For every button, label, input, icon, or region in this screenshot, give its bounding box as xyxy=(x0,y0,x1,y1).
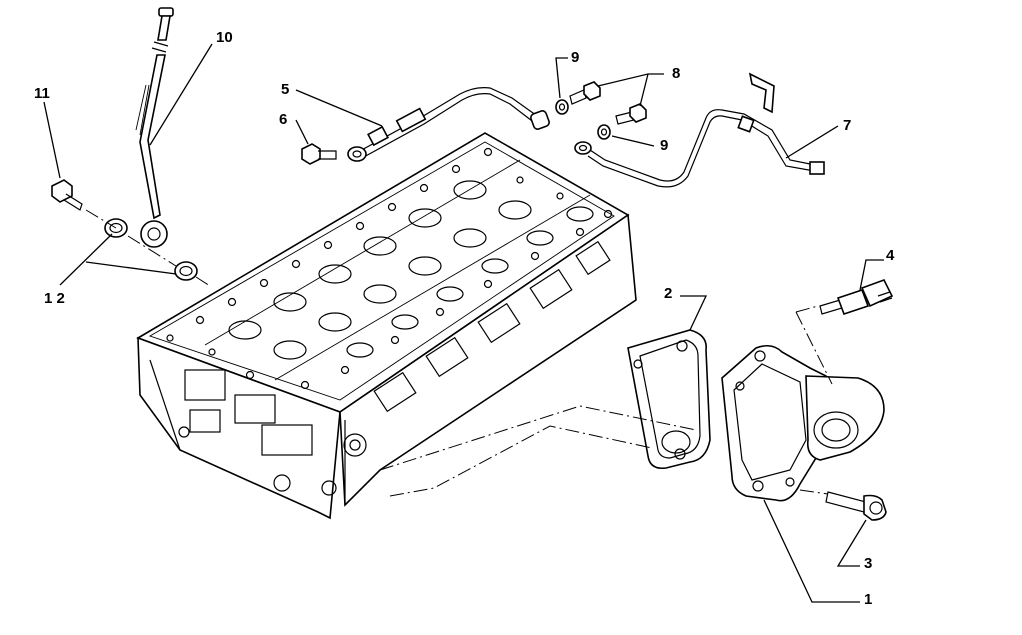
callout-6: 6 xyxy=(279,111,287,128)
callout-3: 3 xyxy=(864,555,872,572)
callout-10: 10 xyxy=(216,29,233,46)
dipstick-tube xyxy=(135,7,174,248)
leader-lines xyxy=(43,43,884,603)
washer-9-lower xyxy=(597,124,611,140)
cylinder-head xyxy=(136,132,637,520)
temperature-sensor-4 xyxy=(819,279,894,316)
callout-labels: 10 11 1 2 5 6 9 8 9 7 4 2 3 1 xyxy=(34,29,895,608)
bolt-8-upper xyxy=(569,81,601,105)
callout-4: 4 xyxy=(886,247,895,264)
oil-pipe-7 xyxy=(574,72,825,188)
assembly-lines xyxy=(85,209,833,497)
callout-12: 1 2 xyxy=(44,290,65,307)
callout-9-lower: 9 xyxy=(660,137,668,154)
thermostat-housing-1 xyxy=(721,344,885,502)
callout-5: 5 xyxy=(281,81,289,98)
oil-pipe-5 xyxy=(347,87,550,162)
callout-7: 7 xyxy=(843,117,851,134)
bolt-3 xyxy=(825,491,887,521)
callout-11: 11 xyxy=(34,85,50,102)
bolt-6 xyxy=(301,143,337,165)
bolt-11 xyxy=(51,179,83,211)
callout-8: 8 xyxy=(672,65,680,82)
bolt-8-lower xyxy=(615,103,647,125)
callout-1: 1 xyxy=(864,591,872,608)
callout-2: 2 xyxy=(664,285,672,302)
callout-9-upper: 9 xyxy=(571,49,579,66)
gasket-2 xyxy=(627,329,711,470)
washer-9-upper xyxy=(555,99,569,115)
